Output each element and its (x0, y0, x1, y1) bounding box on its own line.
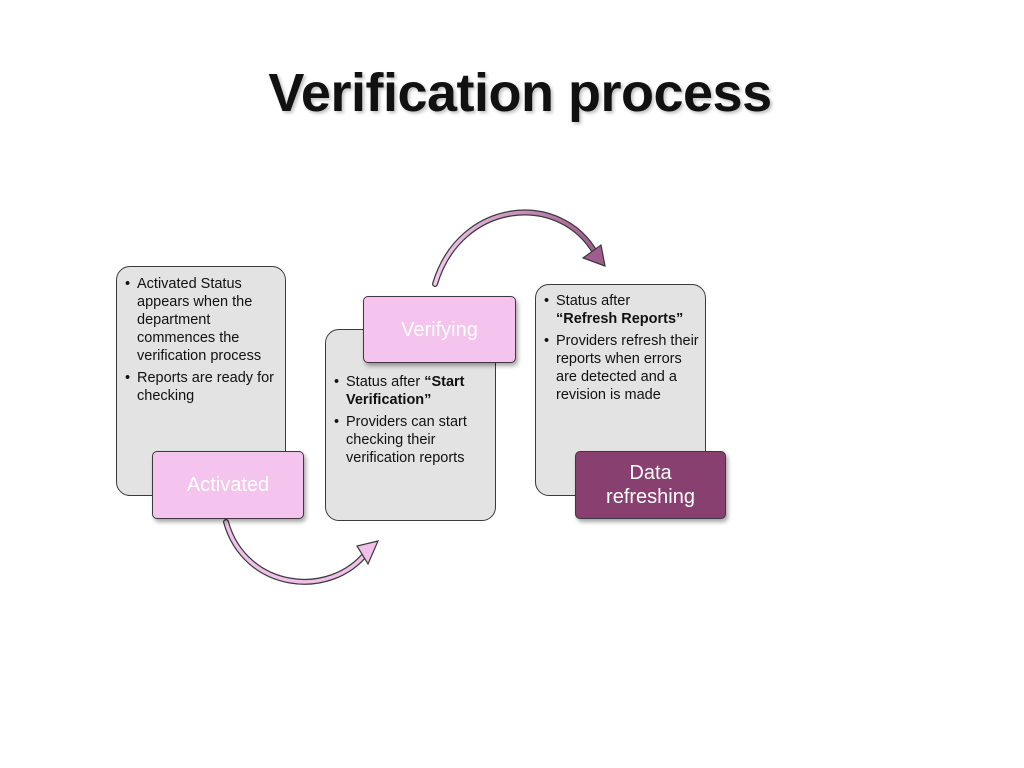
bullet-item: Reports are ready for checking (125, 369, 279, 405)
page-title: Verification process (268, 63, 772, 123)
bullet-list: Activated Status appears when the depart… (125, 275, 279, 405)
bullet-item: Providers refresh their reports when err… (544, 332, 699, 404)
step-label-text: Data refreshing (606, 462, 695, 508)
step-label-verifying: Verifying (363, 296, 516, 363)
bullet-list: Status after “Start Verification” Provid… (334, 373, 489, 467)
bullet-item: Activated Status appears when the depart… (125, 275, 279, 365)
bullet-text: Status after (556, 293, 631, 309)
step-label-activated: Activated (152, 451, 304, 519)
arrow-activated-to-verifying (223, 519, 380, 585)
step-label-data-refreshing: Data refreshing (575, 451, 726, 519)
arrow-verifying-to-refreshing (432, 209, 606, 287)
bullet-text: Providers refresh their reports when err… (556, 333, 699, 403)
bullet-text: Reports are ready for checking (137, 370, 275, 404)
bullet-item: Status after “Start Verification” (334, 373, 489, 409)
bullet-bold-text: “Refresh Reports” (556, 311, 684, 327)
bullet-text: Providers can start checking their verif… (346, 414, 467, 466)
bullet-item: Status after “Refresh Reports” (544, 292, 699, 328)
bullet-list: Status after “Refresh Reports” Providers… (544, 292, 699, 404)
bullet-item: Providers can start checking their verif… (334, 413, 489, 467)
bullet-bold-text: “Start Verification” (346, 374, 465, 408)
bullet-text: Status after (346, 374, 425, 390)
bullet-text: Activated Status appears when the depart… (137, 276, 262, 364)
